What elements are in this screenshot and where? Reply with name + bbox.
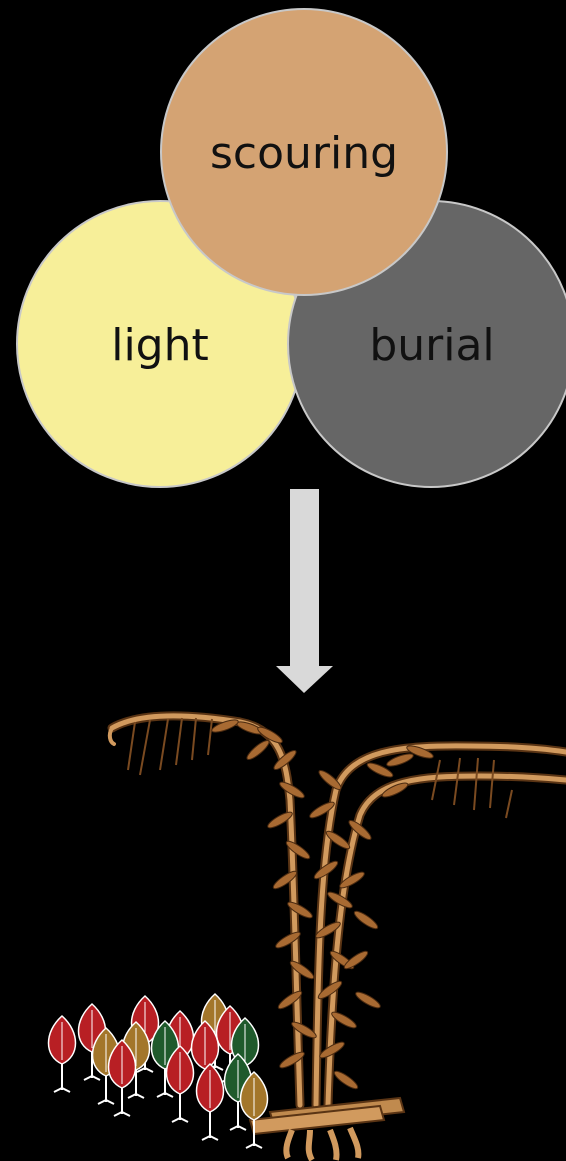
stem-leaf bbox=[354, 990, 382, 1011]
burial-label: burial bbox=[369, 320, 494, 371]
seedling bbox=[109, 1040, 136, 1116]
seedling bbox=[49, 1016, 76, 1092]
stem-leaf bbox=[245, 738, 272, 762]
seedling bbox=[197, 1064, 224, 1140]
seedling bbox=[167, 1046, 194, 1122]
scouring-label: scouring bbox=[210, 128, 398, 179]
stem-leaf bbox=[332, 1069, 360, 1092]
venn-diagram: scouring light burial bbox=[17, 9, 566, 487]
seedling bbox=[241, 1072, 268, 1148]
plant-base bbox=[250, 1098, 404, 1160]
hanging-roots bbox=[128, 718, 512, 818]
down-arrow-icon bbox=[276, 489, 333, 693]
seedlings-group bbox=[49, 994, 268, 1148]
light-label: light bbox=[111, 320, 209, 371]
stem-leaf bbox=[352, 909, 380, 932]
